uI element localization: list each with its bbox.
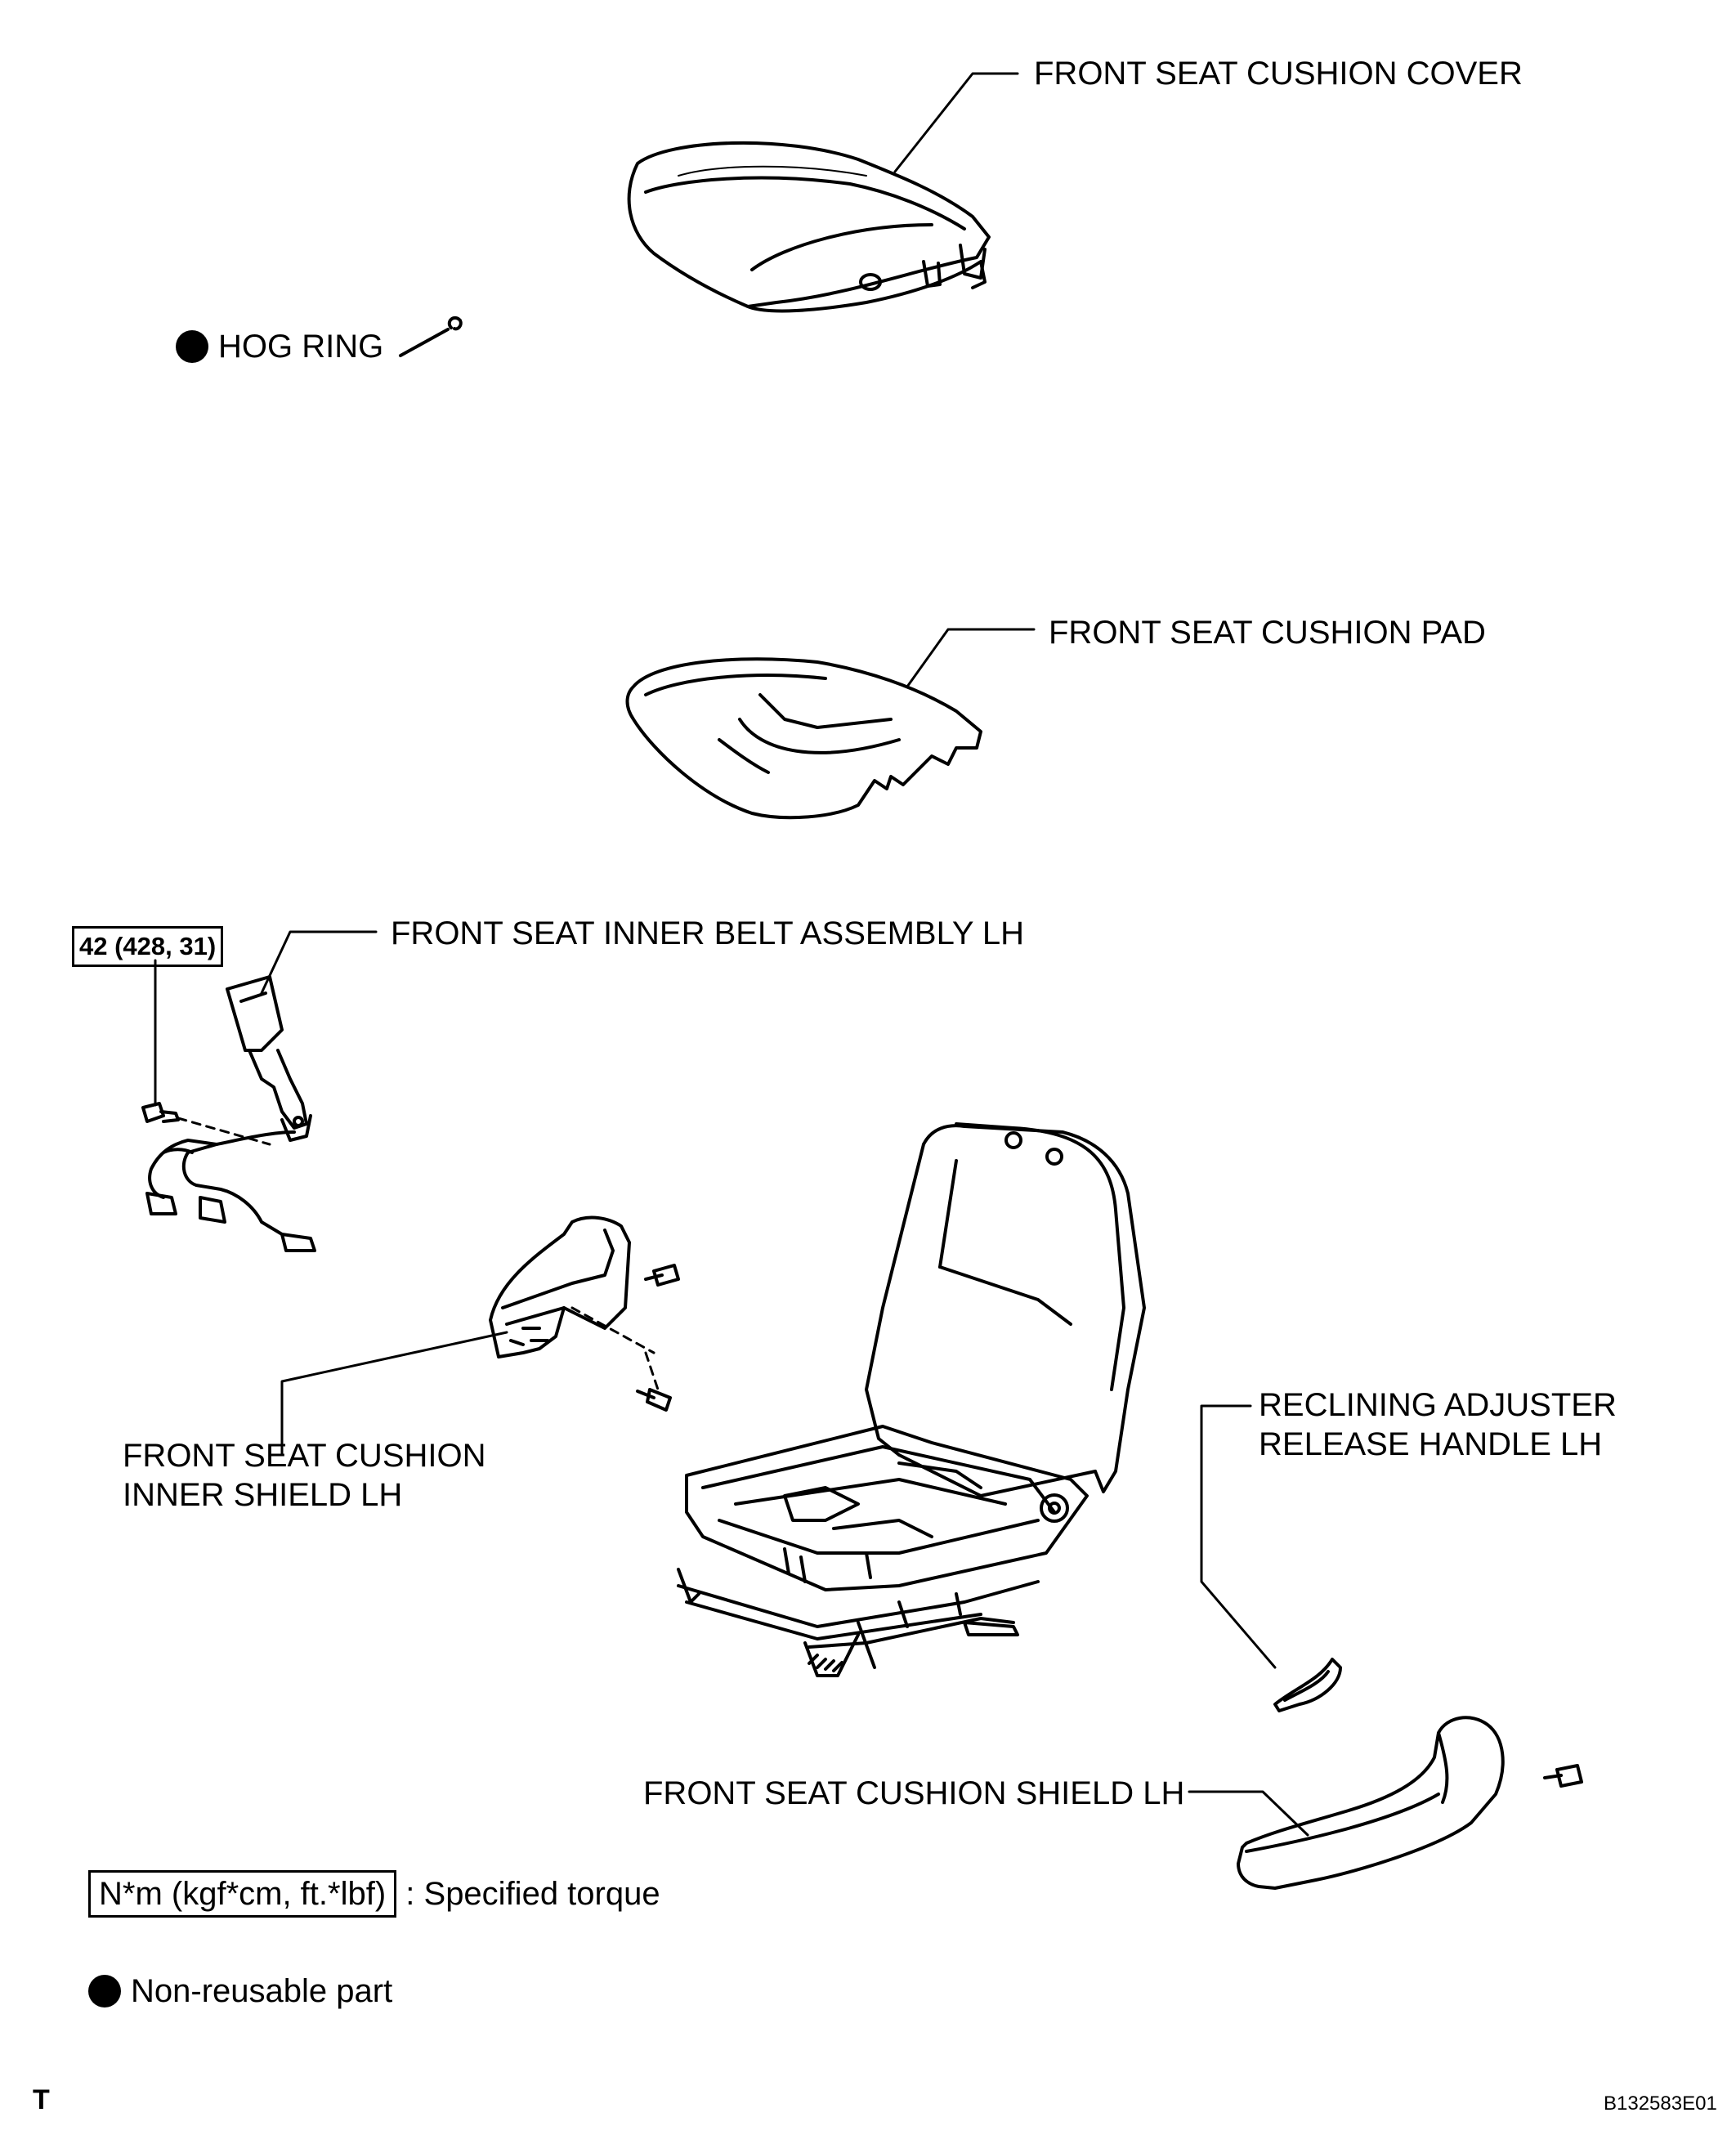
legend-torque: N*m (kgf*cm, ft.*lbf) : Specified torque — [88, 1870, 660, 1918]
cushion-pad-drawing — [625, 657, 982, 820]
legend-nonreusable: Non-reusable part — [88, 1972, 392, 2011]
label-cushion-cover: FRONT SEAT CUSHION COVER — [1034, 56, 1523, 92]
inner-shield-line2: INNER SHIELD LH — [123, 1477, 403, 1513]
recline-line2: RELEASE HANDLE LH — [1259, 1426, 1603, 1462]
label-reclining-handle: RECLINING ADJUSTER RELEASE HANDLE LH — [1259, 1385, 1617, 1464]
recline-line1: RECLINING ADJUSTER — [1259, 1387, 1617, 1423]
figure-code: B132583E01 — [1604, 2093, 1717, 2115]
seat-assembly-drawing — [677, 1122, 1146, 1677]
non-reusable-dot-icon — [176, 330, 208, 363]
cushion-shield-drawing — [1237, 1716, 1583, 1890]
inner-belt-drawing — [141, 975, 316, 1252]
inner-shield-drawing — [489, 1215, 680, 1412]
release-handle-drawing — [1273, 1658, 1342, 1712]
label-cushion-pad: FRONT SEAT CUSHION PAD — [1049, 615, 1486, 651]
non-reusable-dot-icon — [88, 1975, 121, 2007]
hog-ring-text: HOG RING — [218, 329, 384, 365]
label-inner-shield: FRONT SEAT CUSHION INNER SHIELD LH — [123, 1436, 486, 1515]
label-cushion-shield: FRONT SEAT CUSHION SHIELD LH — [643, 1775, 1185, 1811]
legend-nonreusable-text: Non-reusable part — [131, 1973, 393, 2009]
legend-torque-unit-box: N*m (kgf*cm, ft.*lbf) — [88, 1870, 397, 1918]
inner-shield-line1: FRONT SEAT CUSHION — [123, 1438, 486, 1474]
cushion-cover-drawing — [627, 141, 991, 313]
legend-torque-text: : Specified torque — [405, 1876, 660, 1912]
hog-ring-drawing — [399, 316, 463, 357]
torque-box-belt-bolt: 42 (428, 31) — [72, 926, 224, 967]
leader-lines — [154, 72, 1309, 1837]
label-inner-belt: FRONT SEAT INNER BELT ASSEMBLY LH — [391, 915, 1025, 951]
corner-letter: T — [33, 2084, 50, 2115]
label-hog-ring: HOG RING — [176, 327, 383, 366]
